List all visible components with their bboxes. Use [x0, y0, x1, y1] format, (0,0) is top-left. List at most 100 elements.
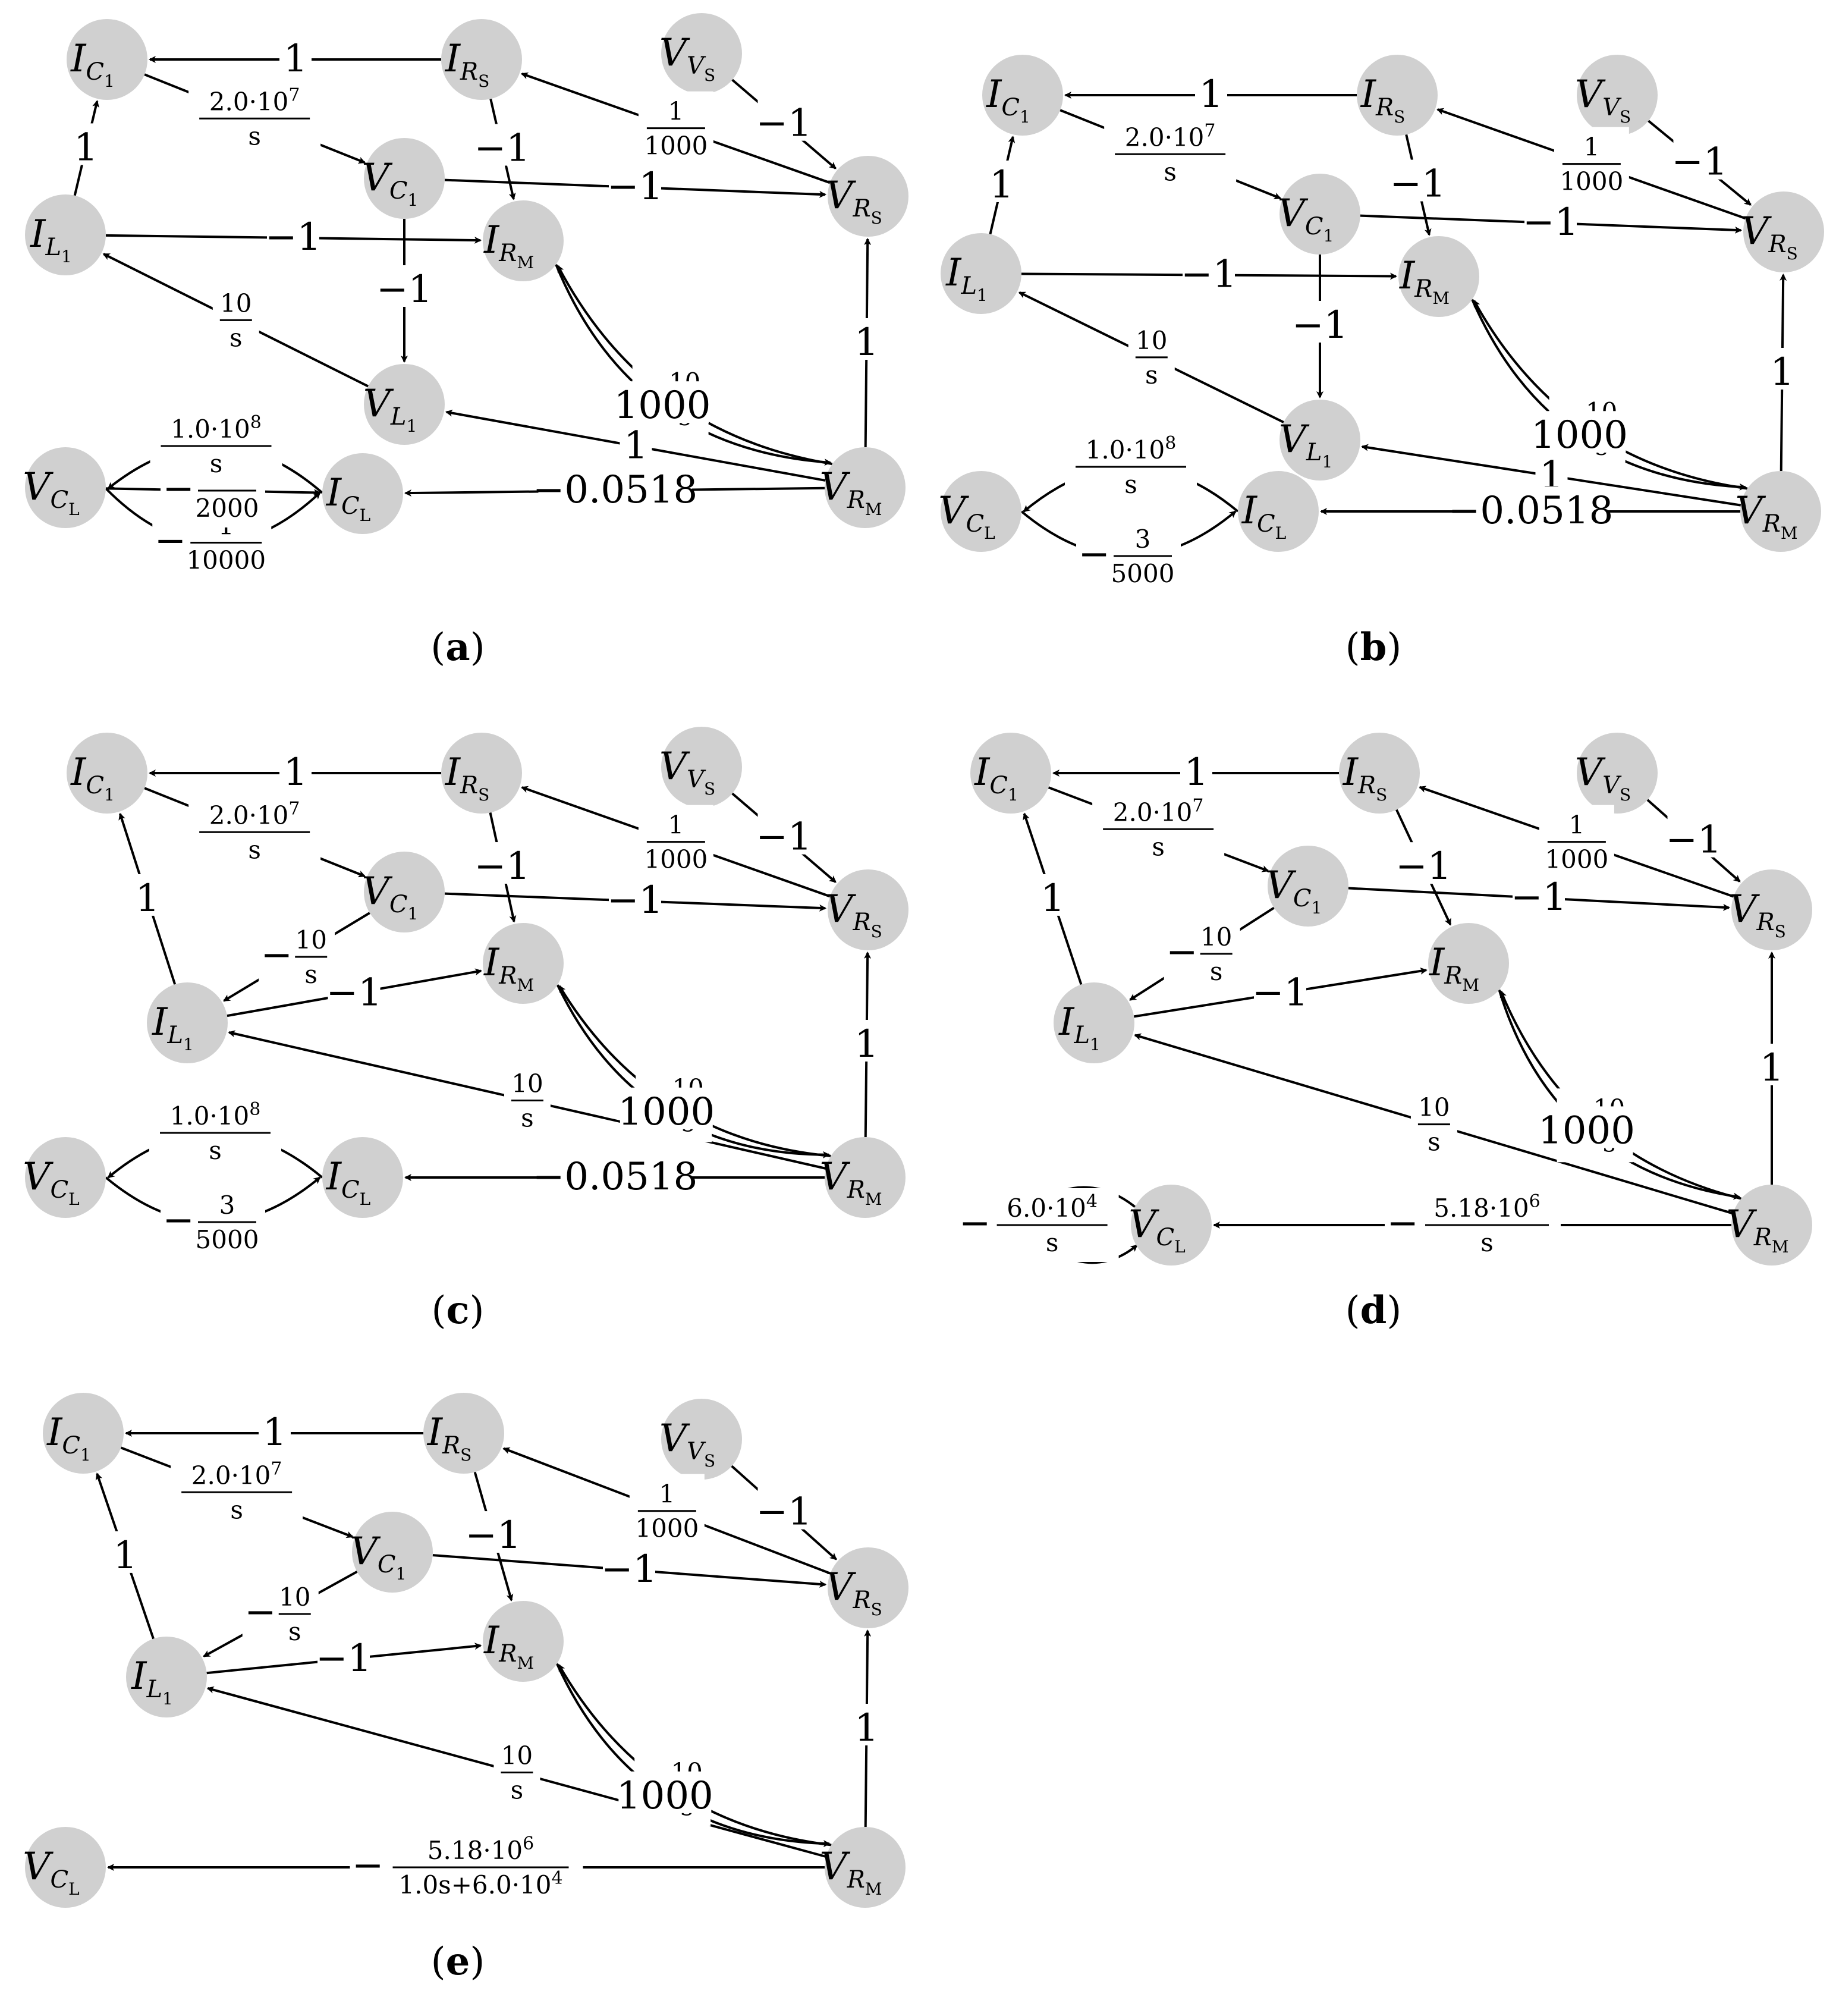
node-icl: ICL: [322, 453, 403, 534]
node-circle: [828, 1547, 908, 1628]
node-symbol: I: [1399, 254, 1416, 298]
denominator-main: s: [511, 1776, 524, 1805]
label-backdrop: [1294, 301, 1346, 343]
node-circle: [970, 733, 1051, 814]
node-label: VRS: [825, 1565, 882, 1619]
label-backdrop: [757, 812, 810, 855]
edge-weight-text: −1: [1671, 140, 1727, 184]
edge-label: 1: [259, 1408, 291, 1455]
edge-weight-denominator: s: [288, 1617, 301, 1646]
edge-weight-text: −1: [1181, 252, 1237, 296]
edge-weight-numerator: 6.0·104: [1007, 1191, 1098, 1223]
numerator-mantissa: 10: [220, 288, 251, 318]
node-symbol: V: [362, 869, 393, 913]
panel-caption: (c): [432, 1288, 485, 1333]
node-circle: [364, 852, 445, 932]
edge-weight-numerator: 2.0·107: [209, 84, 300, 116]
edge-weight-numerator: 3: [1135, 525, 1151, 554]
edge-weight-denominator: s: [1164, 157, 1177, 186]
denominator-main: s: [230, 1495, 243, 1524]
node-circle: [483, 200, 564, 281]
edge-weight-text: −1: [756, 1490, 812, 1534]
node-symbol: V: [825, 887, 856, 931]
node-subscript: C: [389, 891, 408, 918]
node-subscript-index: 1: [61, 247, 72, 266]
edge-weight-numerator: 1: [668, 97, 684, 126]
node-symbol: I: [445, 37, 461, 81]
edge-label: 1: [131, 874, 164, 921]
numerator-mantissa: 2.0·10: [209, 87, 289, 116]
node-subscript-index: S: [1620, 107, 1631, 127]
edge-weight-text: −1: [265, 215, 321, 259]
node-label: VRS: [825, 174, 882, 228]
numerator-mantissa: 1: [659, 1480, 675, 1509]
numerator-exponent: 7: [288, 84, 300, 105]
label-backdrop: [616, 381, 709, 423]
denominator-main: 10000: [186, 545, 266, 574]
node-ic1: IC1: [970, 733, 1051, 814]
numerator-mantissa: 10: [1200, 922, 1232, 952]
node-il1: IL1: [147, 982, 228, 1063]
denominator-main: s: [1164, 157, 1177, 186]
panel-caption: (e): [431, 1939, 485, 1984]
numerator-mantissa: 3: [1135, 525, 1151, 554]
edge-label: −1: [1523, 197, 1579, 244]
node-subscript-index: M: [1781, 523, 1798, 543]
node-vvs: VVS: [659, 727, 742, 808]
denominator-main: s: [1428, 1128, 1441, 1157]
node-subscript: L: [166, 1022, 183, 1049]
numerator-mantissa: 6.0·10: [1007, 1194, 1086, 1223]
node-circle: [1054, 982, 1134, 1063]
caption-close-paren: ): [469, 1289, 484, 1333]
node-label: VC1: [1278, 191, 1334, 246]
node-vrm: VRM: [1735, 471, 1821, 552]
node-subscript-index: 1: [80, 1445, 91, 1465]
node-subscript-index: L: [1275, 523, 1287, 543]
node-label: VL1: [1279, 417, 1333, 472]
node-vl1: VL1: [1279, 400, 1360, 481]
node-symbol: I: [152, 1000, 168, 1044]
label-backdrop: [757, 99, 810, 141]
node-subscript: C: [1156, 1224, 1175, 1251]
edge-weight-numerator: 1: [1584, 133, 1600, 162]
numerator-mantissa: 10: [279, 1582, 310, 1612]
label-backdrop: [317, 1634, 370, 1676]
numerator-mantissa: 10: [1418, 1093, 1450, 1122]
node-symbol: I: [1360, 73, 1377, 117]
numerator-exponent: 7: [1204, 120, 1215, 141]
edge-weight-text: −1: [1395, 844, 1451, 888]
node-subscript-index: 1: [1008, 785, 1018, 805]
node-subscript-index: 1: [396, 1564, 407, 1584]
node-subscript-index: S: [1787, 244, 1798, 263]
node-symbol: I: [46, 1411, 63, 1455]
node-symbol: I: [483, 1619, 500, 1663]
edge-weight-numerator: 10: [1136, 326, 1167, 355]
caption-text: (a): [430, 625, 485, 670]
edge-weight-numerator: 1: [1569, 811, 1585, 840]
caption-text: (d): [1345, 1288, 1402, 1333]
edge-label: 1: [1180, 748, 1212, 795]
edge-weight-text: −1: [474, 844, 530, 888]
node-subscript: C: [341, 1176, 360, 1204]
node-label: IC1: [70, 37, 115, 91]
node-label: VRS: [1741, 209, 1798, 263]
node-subscript: R: [1756, 909, 1774, 936]
edge-weight-text: 1: [136, 877, 160, 921]
node-label: VC1: [350, 1530, 407, 1584]
denominator-main: s: [521, 1103, 534, 1132]
edge-label: 1: [279, 34, 312, 81]
edge-weight-numerator: 1: [668, 811, 684, 840]
node-irs: IRS: [423, 1393, 504, 1474]
node-vrm: VRM: [819, 1137, 906, 1218]
node-subscript: R: [498, 240, 517, 267]
numerator-mantissa: 10: [295, 925, 326, 954]
node-label: VCL: [938, 489, 995, 543]
caption-close-paren: ): [1387, 1289, 1401, 1333]
edge-weight-text: −1: [316, 1637, 372, 1681]
edge-weight-text: −1: [607, 165, 663, 209]
label-backdrop: [1673, 137, 1726, 180]
